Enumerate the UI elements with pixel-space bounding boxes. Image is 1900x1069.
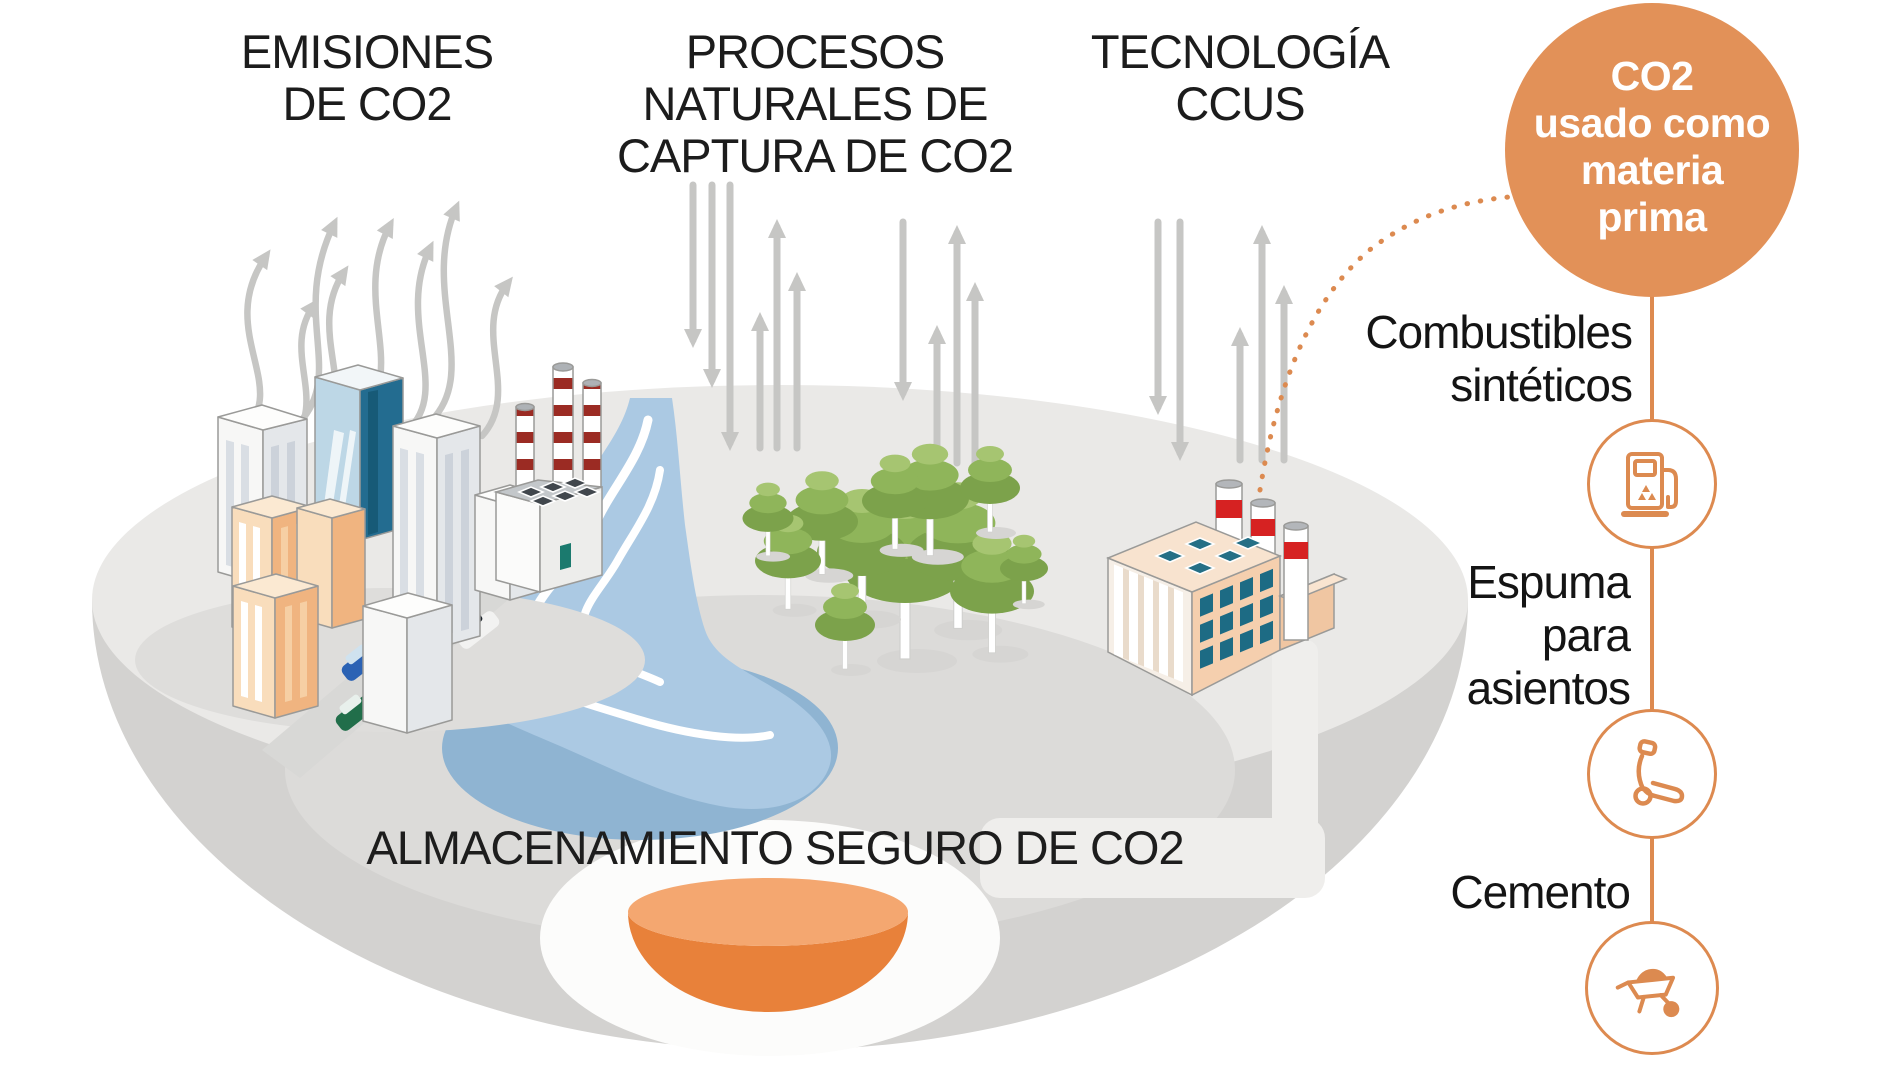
emitting-factory [493,362,603,593]
car-seat-badge [1587,709,1717,839]
fuel-pump-icon [1621,452,1678,517]
car-seat-icon [1633,739,1685,806]
wheelbarrow-badge [1585,921,1719,1055]
storage-caption: ALMACENAMIENTO SEGURO DE CO2 [366,821,1184,874]
solar-panels [517,477,601,507]
title-co2-emissions: EMISIONES DE CO2 [240,25,494,130]
label-synthetic-fuels: Combustibles sintéticos [1365,306,1633,411]
skylights [1154,536,1264,575]
ccus-chimney-front [1283,521,1309,641]
capture-arrows [684,181,984,467]
co2-reuse-dotted-trail [1257,193,1523,493]
wheelbarrow-icon [1615,968,1680,1018]
white-front-building [362,592,453,734]
title-ccus-technology: TECNOLOGÍA CCUS [1090,25,1390,130]
white-tower-b [392,413,481,649]
co2-storage-bowl [628,878,908,1012]
orange-building-3 [232,573,319,719]
fuel-pump-badge [1587,419,1717,549]
title-natural-capture: PROCESOS NATURALES DE CAPTURA DE CO2 [616,25,1014,182]
label-cement: Cemento [1450,866,1631,918]
co2-feedstock-bubble: CO2 usado como materia prima [1505,3,1799,297]
ccus-factory [1106,479,1348,697]
label-seat-foam: Espuma para asientos [1466,556,1631,714]
ccus-arrows [1149,218,1293,464]
products-connector-line [1650,296,1654,924]
injection-pipe-horizontal [980,818,1325,898]
